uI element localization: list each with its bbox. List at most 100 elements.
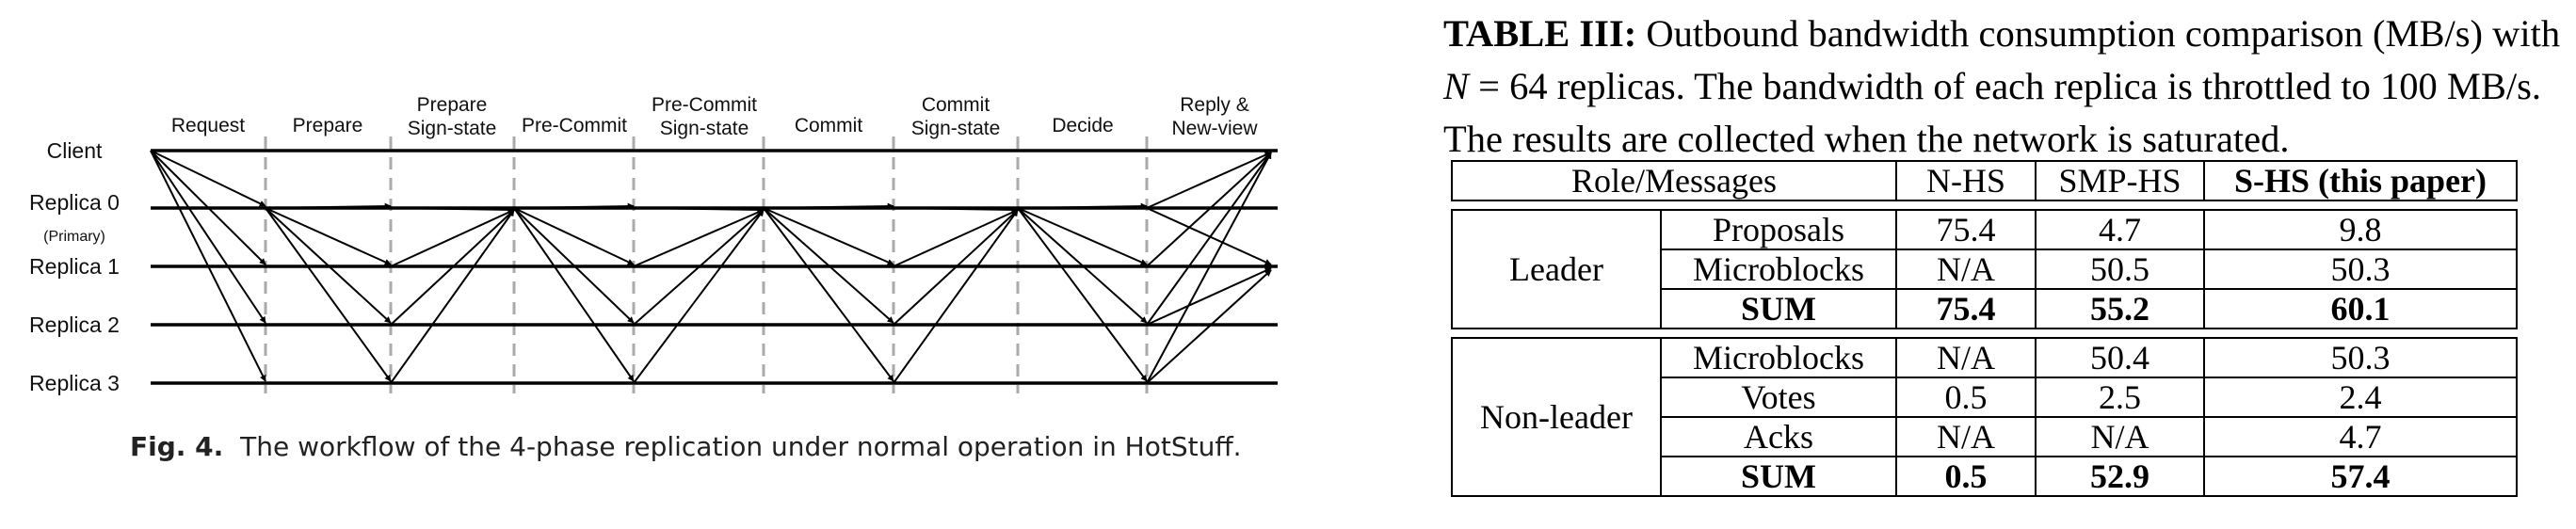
commit-arrow [763, 207, 894, 382]
commit-vote-arrow [893, 206, 1019, 214]
value-cell: N/A [1895, 337, 2037, 378]
prepare-vote-arrow [390, 209, 515, 267]
table-caption-n: N [1443, 65, 1470, 107]
table-row: Votes 0.5 2.5 2.4 [1452, 377, 2518, 418]
value-cell: 50.3 [2203, 248, 2518, 290]
decide-arrow [1017, 207, 1148, 265]
value-cell: 0.5 [1895, 377, 2037, 418]
prepare-arrow [265, 207, 392, 324]
figure-caption: Fig. 4. The workflow of the 4-phase repl… [130, 431, 1344, 462]
precommit-arrow [513, 207, 635, 324]
value-cell: 2.5 [2035, 377, 2205, 418]
prepare-arrow [265, 207, 392, 265]
table-header-row: Role/Messages N-HS SMP-HS S-HS (this pap… [1451, 160, 2518, 201]
row-label: Client [47, 138, 103, 163]
table-row: Microblocks N/A 50.5 50.3 [1452, 248, 2518, 290]
table-gap [1452, 328, 2517, 339]
reply-arrow [1146, 152, 1272, 326]
new-view-arrow [1146, 267, 1272, 326]
reply-arrow [1146, 152, 1272, 384]
role-non-leader: Non-leader [1451, 337, 1662, 497]
msg-cell: SUM [1660, 288, 1897, 329]
precommit-vote-arrow [633, 209, 765, 384]
figure-caption-text: The workflow of the 4-phase replication … [240, 431, 1242, 462]
row-label: Replica 1 [29, 254, 120, 279]
table-caption-text-2: = 64 replicas. The bandwidth of each rep… [1443, 65, 2541, 160]
role-leader: Leader [1451, 209, 1662, 329]
msg-cell: Votes [1660, 377, 1897, 418]
value-cell: N/A [1895, 248, 2037, 290]
new-view-arrow [1146, 207, 1272, 265]
row-label: Replica 0 [29, 190, 120, 215]
table-caption-text-1: Outbound bandwidth consumption compariso… [1636, 12, 2561, 55]
phase-label: Reply &New-view [1171, 94, 1258, 139]
precommit-arrow [513, 207, 635, 382]
header-smp-hs: SMP-HS [2035, 160, 2205, 201]
table-row-sum: SUM 75.4 55.2 60.1 [1452, 288, 2518, 329]
table-row: Acks N/A N/A 4.7 [1452, 416, 2518, 457]
precommit-vote-arrow [633, 206, 765, 214]
phase-label: Commit [795, 115, 862, 136]
row-lines [151, 149, 1278, 385]
msg-cell: SUM [1660, 456, 1897, 497]
value-cell: 52.9 [2035, 456, 2205, 497]
value-cell: 55.2 [2035, 288, 2205, 329]
commit-vote-arrow [893, 209, 1019, 326]
commit-arrow [763, 202, 894, 210]
row-label: Replica 3 [29, 371, 120, 395]
precommit-arrow [513, 207, 635, 265]
header-s-hs: S-HS (this paper) [2203, 160, 2518, 201]
phase-label: Pre-Commit [522, 115, 627, 136]
value-cell: 50.5 [2035, 248, 2205, 290]
phase-label: Decide [1052, 115, 1113, 136]
msg-cell: Proposals [1660, 209, 1897, 250]
value-cell: 4.7 [2035, 209, 2205, 250]
value-cell: 9.8 [2203, 209, 2518, 250]
commit-vote-arrow [893, 209, 1019, 267]
decide-arrow [1017, 202, 1148, 210]
value-cell: 0.5 [1895, 456, 2037, 497]
value-cell: 75.4 [1895, 288, 2037, 329]
msg-cell: Acks [1660, 416, 1897, 457]
commit-vote-arrow [893, 209, 1019, 384]
decide-arrow [1017, 207, 1148, 382]
commit-arrow [763, 207, 894, 324]
table-caption-label: TABLE III: [1443, 12, 1637, 55]
phase-label: Request [171, 115, 245, 136]
primary-note: (Primary) [43, 229, 105, 245]
table-row: Non-leader Microblocks N/A 50.4 50.3 [1451, 337, 2518, 497]
request-arrow [150, 150, 266, 324]
value-cell: 50.3 [2203, 337, 2518, 378]
value-cell: N/A [2035, 416, 2205, 457]
decide-arrow [1017, 207, 1148, 324]
table-gap [1452, 200, 2517, 211]
header-n-hs: N-HS [1895, 160, 2037, 201]
prepare-vote-arrow [390, 206, 515, 214]
table-row-sum: SUM 0.5 52.9 57.4 [1452, 456, 2518, 497]
commit-arrow [763, 207, 894, 265]
value-cell: N/A [1895, 416, 2037, 457]
value-cell: 2.4 [2203, 377, 2518, 418]
precommit-vote-arrow [633, 209, 765, 267]
msg-cell: Microblocks [1660, 248, 1897, 290]
table-row: Leader Proposals 75.4 4.7 9.8 [1451, 209, 2518, 329]
value-cell: 4.7 [2203, 416, 2518, 457]
value-cell: 50.4 [2035, 337, 2205, 378]
prepare-vote-arrow [390, 209, 515, 384]
value-cell: 75.4 [1895, 209, 2037, 250]
prepare-arrow [265, 202, 392, 210]
value-cell: 57.4 [2203, 456, 2518, 497]
reply-arrow [1146, 152, 1272, 267]
request-arrow [150, 150, 266, 207]
msg-cell: Microblocks [1660, 337, 1897, 378]
figure-caption-label: Fig. 4. [130, 431, 224, 462]
value-cell: 60.1 [2203, 288, 2518, 329]
request-arrow [150, 150, 266, 382]
precommit-vote-arrow [633, 209, 765, 326]
